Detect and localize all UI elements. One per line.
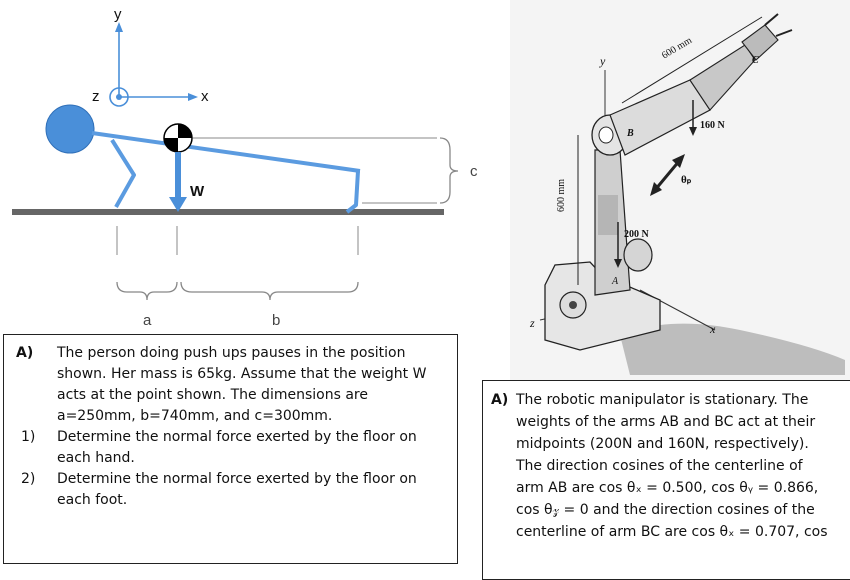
robot-axis-y: y xyxy=(600,54,606,68)
head xyxy=(45,104,95,154)
force-200-label: 200 N xyxy=(624,229,649,240)
question-2-line: each foot. xyxy=(57,492,128,508)
robot-shadow xyxy=(620,323,845,375)
z-axis-circle xyxy=(109,87,129,107)
leg-foot xyxy=(345,170,360,214)
question-1-number: 1) xyxy=(21,429,36,445)
axis-z-label: z xyxy=(92,88,100,105)
z-axis-dot xyxy=(116,94,122,100)
problem-left-line: acts at the point shown. The dimensions … xyxy=(57,387,368,403)
b-brace xyxy=(180,281,359,301)
dim-c-label: c xyxy=(470,163,478,180)
problem-right-line: centerline of arm BC are cos θₓ = 0.707,… xyxy=(516,524,828,540)
problem-right-box: A) The robotic manipulator is stationary… xyxy=(482,380,850,580)
axis-x-label: x xyxy=(201,88,209,105)
c-brace xyxy=(439,137,459,204)
problem-right-marker: A) xyxy=(491,392,509,408)
dim-600-side-label: 600 mm xyxy=(556,178,567,212)
question-1-line: Determine the normal force exerted by th… xyxy=(57,429,417,445)
a-brace xyxy=(116,281,178,301)
problem-left-line: shown. Her mass is 65kg. Assume that the… xyxy=(57,366,427,382)
problem-right-line: arm AB are cos θₓ = 0.500, cos θᵧ = 0.86… xyxy=(516,480,819,496)
robot-axis-x: x xyxy=(710,322,716,336)
weight-arrowhead xyxy=(169,197,187,212)
axis-y-label: y xyxy=(114,6,122,23)
dim-600-top-line xyxy=(621,16,763,104)
problem-left-line: The person doing push ups pauses in the … xyxy=(57,345,406,361)
question-1-line: each hand. xyxy=(57,450,135,466)
torso xyxy=(91,131,361,173)
arm xyxy=(110,138,136,208)
floor xyxy=(12,209,444,215)
theta-p-arrow xyxy=(653,159,682,191)
force-160-label: 160 N xyxy=(700,120,725,131)
problem-right-line: The robotic manipulator is stationary. T… xyxy=(516,392,809,408)
robot-base xyxy=(544,261,661,351)
question-2-line: Determine the normal force exerted by th… xyxy=(57,471,417,487)
problem-right-line: weights of the arms AB and BC act at the… xyxy=(516,414,816,430)
gripper-c xyxy=(741,24,779,61)
pushup-figure xyxy=(12,22,459,301)
point-c-label: C xyxy=(752,55,759,66)
point-b-label: B xyxy=(627,128,634,139)
problem-right-line: midpoints (200N and 160N, respectively). xyxy=(516,436,809,452)
point-a-label: A xyxy=(612,276,619,287)
question-2-number: 2) xyxy=(21,471,36,487)
y-arrowhead xyxy=(115,22,123,32)
side-motor xyxy=(623,238,653,272)
robot-axis-z: z xyxy=(530,316,535,330)
robot-figure xyxy=(510,0,850,380)
problem-right-line: cos θ𝓏 = 0 and the direction cosines of … xyxy=(516,502,815,518)
problem-right-line: The direction cosines of the centerline … xyxy=(516,458,803,474)
theta-p-label: θₚ xyxy=(681,174,692,186)
dim-b-label: b xyxy=(272,312,281,329)
problem-left-box: A) The person doing push ups pauses in t… xyxy=(3,334,458,564)
problem-left-line: a=250mm, b=740mm, and c=300mm. xyxy=(57,408,333,424)
problem-left-marker: A) xyxy=(16,345,34,361)
weight-label: W xyxy=(190,183,205,200)
dim-a-label: a xyxy=(143,312,152,329)
x-arrowhead xyxy=(188,93,198,101)
